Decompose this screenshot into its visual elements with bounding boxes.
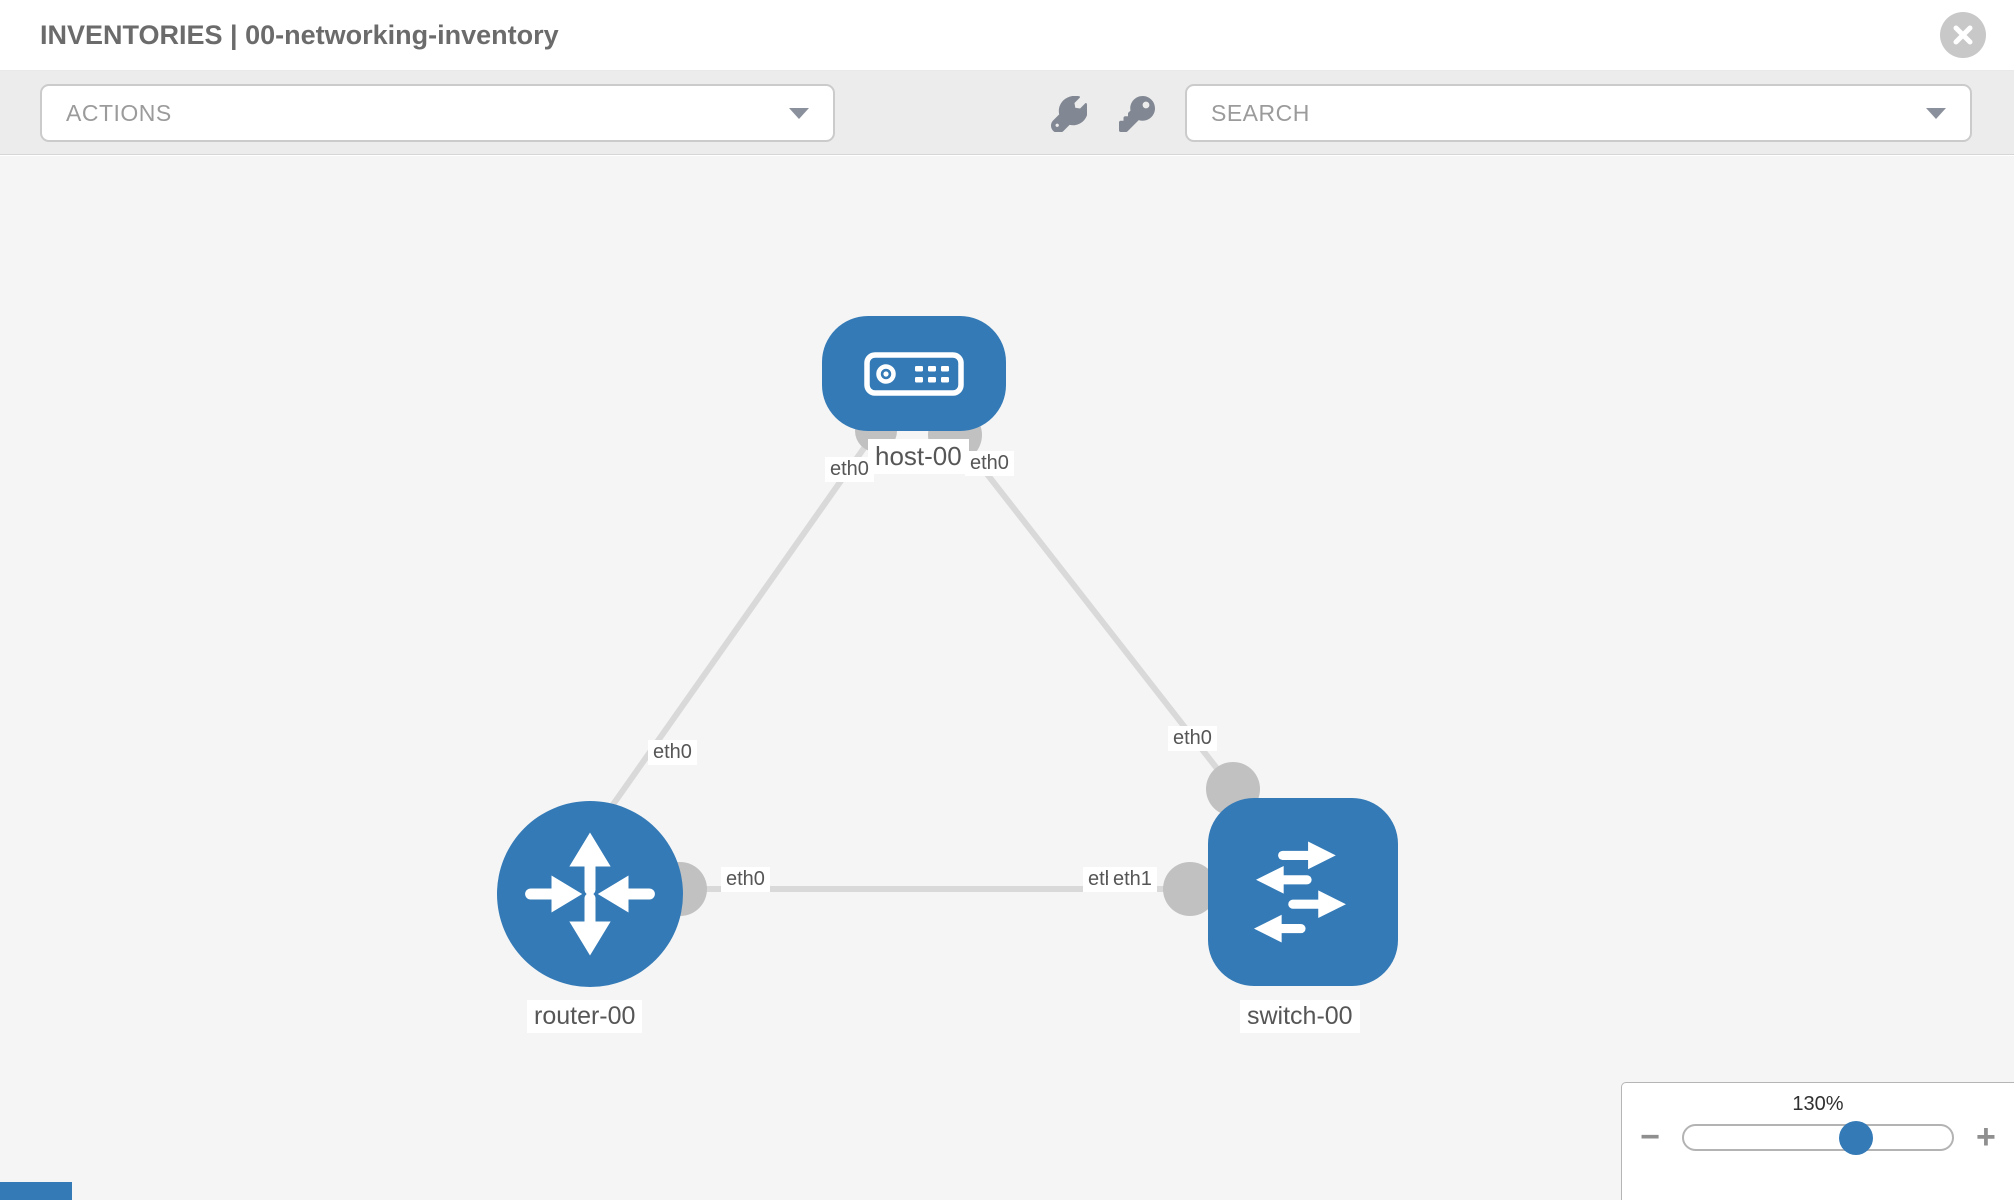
credentials-button[interactable]: [1118, 95, 1156, 133]
zoom-out-button[interactable]: −: [1640, 1118, 1660, 1156]
interface-label-router-to-host: eth0: [648, 740, 697, 765]
search-select[interactable]: SEARCH: [1185, 84, 1972, 142]
zoom-level-label: 130%: [1792, 1093, 1844, 1115]
chevron-down-icon: [1926, 108, 1946, 119]
toolbar: ACTIONS SEARCH: [0, 71, 2014, 155]
tools-button[interactable]: [1050, 95, 1088, 133]
header-bar: INVENTORIES | 00-networking-inventory: [0, 0, 2014, 71]
router-icon: [525, 832, 655, 956]
chevron-down-icon: [789, 108, 809, 119]
interface-label-router-to-switch: eth0: [721, 867, 770, 892]
node-host-00[interactable]: [822, 316, 1006, 431]
search-select-label: SEARCH: [1211, 99, 1310, 126]
node-label-switch: switch-00: [1240, 1000, 1360, 1033]
links-layer: [609, 408, 1260, 916]
zoom-panel: 130% − +: [1621, 1082, 2014, 1200]
interface-endpoint-switch-left: [1163, 862, 1217, 916]
topology-canvas[interactable]: host-00 router-00 switch-00 eth0 eth0 et…: [0, 156, 2014, 1200]
host-icon: [864, 351, 964, 396]
zoom-slider-track[interactable]: [1682, 1120, 1954, 1155]
node-router-00[interactable]: [497, 801, 683, 987]
close-button[interactable]: [1940, 12, 1986, 58]
interface-label-switch-to-router: eth1: [1108, 867, 1157, 892]
node-label-host: host-00: [868, 439, 969, 474]
switch-icon: [1253, 841, 1346, 943]
node-switch-00[interactable]: [1208, 798, 1398, 986]
interface-label-host-to-router: eth0: [825, 457, 874, 482]
interface-label-host-to-switch: eth0: [965, 451, 1014, 476]
actions-select[interactable]: ACTIONS: [40, 84, 835, 142]
wrench-icon: [1051, 96, 1087, 132]
node-label-router: router-00: [527, 1000, 643, 1033]
zoom-slider-thumb[interactable]: [1838, 1120, 1873, 1155]
actions-select-label: ACTIONS: [66, 99, 172, 126]
bottom-left-accent: [0, 1182, 72, 1200]
interface-label-switch-to-host: eth0: [1168, 726, 1217, 751]
page-title: INVENTORIES | 00-networking-inventory: [40, 20, 559, 50]
key-icon: [1119, 96, 1155, 132]
zoom-in-button[interactable]: +: [1976, 1118, 1996, 1156]
close-icon: [1953, 25, 1973, 45]
